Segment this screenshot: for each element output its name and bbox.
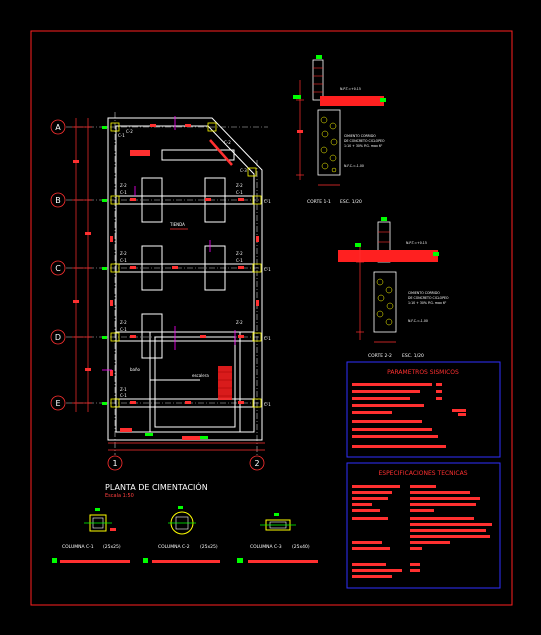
column-details: COLUMNA C-1 (25x25) COLUMNA C-2 (25x25) … xyxy=(52,506,318,563)
svg-text:Z-2: Z-2 xyxy=(236,183,243,188)
seismic-title: PARAMETROS SISMICOS xyxy=(387,369,459,376)
svg-text:DE CONCRETO CICLOPEO: DE CONCRETO CICLOPEO xyxy=(344,139,385,143)
axis-c: C xyxy=(55,264,61,273)
svg-text:CIMIENTO CORRIDO: CIMIENTO CORRIDO xyxy=(344,134,376,138)
column-c3-label: COLUMNA C-3 xyxy=(250,544,282,550)
svg-text:C-1: C-1 xyxy=(120,327,127,332)
svg-text:(25x40): (25x40) xyxy=(292,544,310,550)
svg-text:Z-1: Z-1 xyxy=(120,387,127,392)
axis-2: 2 xyxy=(254,459,259,468)
room-tienda: TIENDA xyxy=(169,222,185,227)
axis-e: E xyxy=(55,399,60,408)
axis-1: 1 xyxy=(112,459,117,468)
svg-text:C-1: C-1 xyxy=(264,402,271,407)
specs-title: ESPECIFICACIONES TECNICAS xyxy=(378,470,467,477)
svg-text:N.P.T.=+0.15: N.P.T.=+0.15 xyxy=(406,241,427,245)
svg-text:C-1: C-1 xyxy=(264,267,271,272)
svg-text:Z-2: Z-2 xyxy=(120,183,127,188)
svg-text:C-1: C-1 xyxy=(264,336,271,341)
plan-title: PLANTA DE CIMENTACIÓN xyxy=(105,481,208,492)
specs-panel: ESPECIFICACIONES TECNICAS xyxy=(346,462,501,589)
svg-text:C-1: C-1 xyxy=(120,393,127,398)
walls xyxy=(107,117,263,441)
axis-d: D xyxy=(55,333,61,342)
column-tags: C-1 C-2 C-2 C-3 C-1 C-1 C-1 C-1 Z-2 C-1 … xyxy=(118,129,271,407)
axis-bubbles: A B C D E 1 2 xyxy=(50,119,265,471)
svg-text:C-1: C-1 xyxy=(118,133,125,138)
svg-text:C-1: C-1 xyxy=(120,258,127,263)
section-corte-1: N.P.T.=+0.15 CIMIENTO CORRIDO DE CONCRET… xyxy=(293,55,386,205)
svg-text:Z-2: Z-2 xyxy=(120,320,127,325)
svg-text:N.F.C.=-1.00: N.F.C.=-1.00 xyxy=(344,164,364,168)
svg-text:Z-2: Z-2 xyxy=(120,251,127,256)
section-corte-2: N.P.T.=+0.15 CIMIENTO CORRIDO DE CONCRET… xyxy=(338,217,449,359)
seismic-panel: PARAMETROS SISMICOS xyxy=(346,361,501,458)
room-bano: baño xyxy=(130,367,141,372)
svg-text:ESC. 1/20: ESC. 1/20 xyxy=(340,199,362,205)
svg-text:C-2: C-2 xyxy=(224,140,231,145)
corte2-title: CORTE 2-2 xyxy=(368,353,392,359)
column-c2-label: COLUMNA C-2 xyxy=(158,544,190,550)
svg-text:1:10 + 30% P.G. max 6": 1:10 + 30% P.G. max 6" xyxy=(344,144,383,148)
sheet-border xyxy=(30,30,513,606)
room-escalera: escalera xyxy=(192,373,209,378)
svg-text:ESC. 1/20: ESC. 1/20 xyxy=(402,353,424,359)
svg-text:CIMIENTO CORRIDO: CIMIENTO CORRIDO xyxy=(408,291,440,295)
svg-text:(25x25): (25x25) xyxy=(200,544,218,550)
svg-text:C-3: C-3 xyxy=(240,168,247,173)
corte1-level-top: N.P.T.=+0.15 xyxy=(340,87,361,91)
foundation-plan: A B C D E 1 2 xyxy=(50,112,271,499)
red-ticks xyxy=(110,124,259,440)
svg-text:Z-2: Z-2 xyxy=(236,251,243,256)
svg-text:1:10 + 30% P.G. max 6": 1:10 + 30% P.G. max 6" xyxy=(408,301,447,305)
svg-text:C-1: C-1 xyxy=(236,258,243,263)
axis-a: A xyxy=(55,123,61,132)
svg-text:C-1: C-1 xyxy=(236,190,243,195)
corte1-title: CORTE 1-1 xyxy=(307,199,331,205)
axis-b: B xyxy=(55,196,61,205)
column-c1-label: COLUMNA C-1 xyxy=(62,544,94,550)
svg-text:Z-2: Z-2 xyxy=(236,320,243,325)
svg-text:C-2: C-2 xyxy=(126,129,133,134)
columns-markers xyxy=(110,122,262,408)
svg-text:(25x25): (25x25) xyxy=(103,544,121,550)
svg-text:DE CONCRETO CICLOPEO: DE CONCRETO CICLOPEO xyxy=(408,296,449,300)
svg-text:N.F.C.=-1.00: N.F.C.=-1.00 xyxy=(408,319,428,323)
svg-text:C-1: C-1 xyxy=(264,199,271,204)
svg-text:C-1: C-1 xyxy=(120,190,127,195)
left-dimensions xyxy=(72,118,92,412)
plan-scale: Escala 1:50 xyxy=(105,493,134,499)
